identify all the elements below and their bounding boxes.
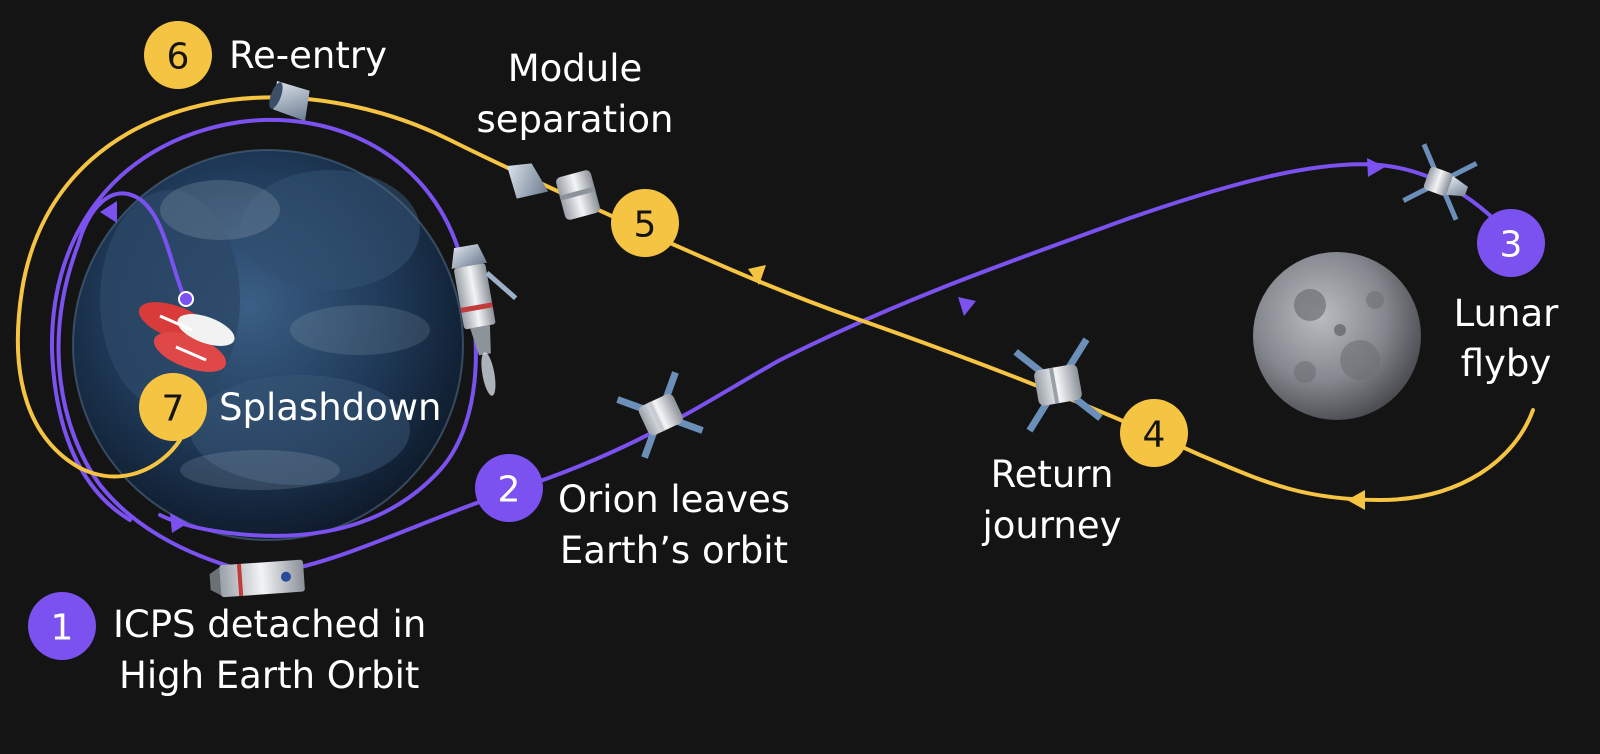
orion-spacecraft-icon (1013, 337, 1103, 433)
orion-spacecraft-icon (616, 371, 704, 459)
moon-icon (1253, 252, 1421, 420)
step-7-number: 7 (162, 389, 185, 430)
icps-stage-icon (209, 559, 305, 598)
step-1-label-line-2: High Earth Orbit (119, 654, 419, 697)
step-6: 6 Re-entry (144, 21, 387, 89)
step-1-number: 1 (51, 608, 74, 649)
step-4: 4 Return journey (981, 399, 1188, 547)
crew-module-icon (507, 163, 549, 199)
step-3-number: 3 (1500, 225, 1523, 266)
service-module-icon (556, 170, 600, 220)
step-5: 5 Module separation (477, 47, 679, 257)
direction-arrows (100, 158, 1385, 533)
step-4-label-line-2: journey (981, 504, 1121, 547)
step-3: 3 Lunar flyby (1454, 209, 1560, 385)
earth-icon (72, 149, 464, 541)
step-3-label-line-1: Lunar (1454, 292, 1560, 335)
step-2: 2 Orion leaves Earth’s orbit (475, 454, 790, 572)
step-2-label-line-1: Orion leaves (558, 478, 790, 521)
step-3-label-line-2: flyby (1461, 342, 1552, 385)
crew-module-icon (269, 81, 310, 121)
step-7-label-line-1: Splashdown (219, 386, 442, 429)
step-5-label-line-1: Module (508, 47, 643, 90)
step-6-label-line-1: Re-entry (229, 34, 387, 77)
step-1: 1 ICPS detached in High Earth Orbit (28, 592, 426, 697)
step-5-label-line-2: separation (477, 98, 674, 141)
step-2-label-line-2: Earth’s orbit (560, 529, 788, 572)
orion-spacecraft-icon (451, 243, 518, 396)
step-7: 7 Splashdown (139, 373, 442, 441)
orion-spacecraft-icon (1402, 143, 1478, 221)
step-5-number: 5 (634, 205, 657, 246)
step-2-number: 2 (498, 470, 521, 511)
step-1-label-line-1: ICPS detached in (113, 603, 426, 646)
step-4-number: 4 (1143, 415, 1166, 456)
step-4-label-line-1: Return (991, 453, 1114, 496)
parachutes-icon (138, 291, 235, 372)
step-6-number: 6 (167, 37, 190, 78)
